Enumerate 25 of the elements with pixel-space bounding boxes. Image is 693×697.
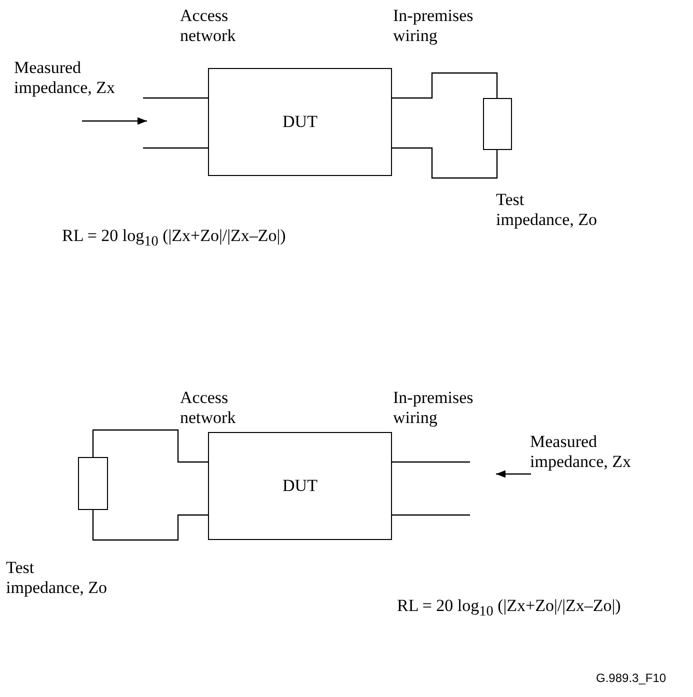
resistor-symbol [78,457,108,510]
wire [92,510,208,541]
device-box [208,68,392,176]
network-label: Access network [180,388,237,428]
wiring-label: In-premises wiring [393,388,474,428]
impedance-label: Test impedance, Zo [496,190,598,230]
impedance-label: Test impedance, Zo [6,558,108,598]
network-label: Access network [180,6,237,46]
formula: RL = 20 log$_{10}$ (|Zx+Zo|/|Zx–Zo|) [397,596,621,622]
wire [143,97,208,99]
wiring-label: In-premises wiring [393,6,474,46]
device-label: DUT [282,476,318,496]
wire [392,72,498,99]
formula: RL = 20 log$_{10}$ (|Zx+Zo|/|Zx–Zo|) [62,226,286,252]
measurement-label: Measured impedance, Zx [530,432,632,472]
device-box [208,432,392,540]
figure-number: G.989.3_F10 [596,670,666,687]
wire [392,147,498,179]
wire [392,514,470,516]
resistor-symbol [483,98,512,150]
wire [92,429,208,463]
measurement-label: Measured impedance, Zx [14,58,116,98]
device-label: DUT [282,112,318,132]
wire [392,461,470,463]
wire [143,147,208,149]
